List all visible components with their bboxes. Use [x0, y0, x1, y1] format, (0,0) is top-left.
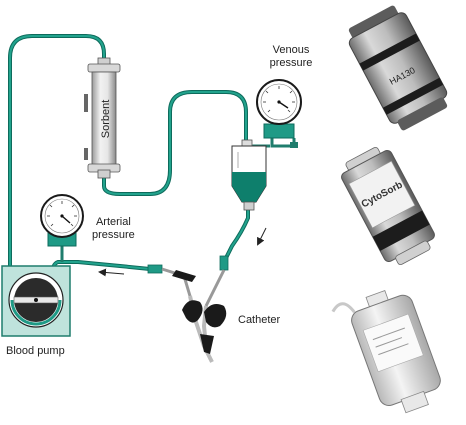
venous-drip-reservoir [231, 139, 267, 211]
venous-pressure-gauge [252, 79, 302, 156]
arterial-pressure-label: Arterial pressure [92, 216, 135, 242]
tubing [8, 34, 250, 292]
arterial-label-line1: Arterial [95, 216, 131, 228]
tube-clamp-icon [172, 270, 227, 354]
sorbent-label: Sorbent [100, 100, 112, 139]
blood-pump-label: Blood pump [6, 345, 65, 357]
flow-arrow-arterial [98, 268, 125, 277]
flow-arrow-venous [257, 227, 267, 246]
arterial-label-line2: pressure [92, 229, 135, 241]
sorbent-cartridge [84, 57, 121, 179]
venous-label-line2: pressure [269, 57, 313, 69]
venous-label-line1: Venous [272, 44, 310, 56]
blood-pump [1, 265, 71, 337]
device-photo-ha130: HA130 [348, 5, 448, 131]
device-photo-third-filter [331, 290, 441, 414]
device-photo-cytosorb: CytoSorb [341, 146, 435, 266]
tube-sorbent-to-reservoir [102, 90, 248, 196]
catheter-label: Catheter [238, 314, 281, 326]
venous-pressure-label: Venous pressure [260, 44, 322, 70]
arterial-pressure-gauge [40, 194, 84, 262]
